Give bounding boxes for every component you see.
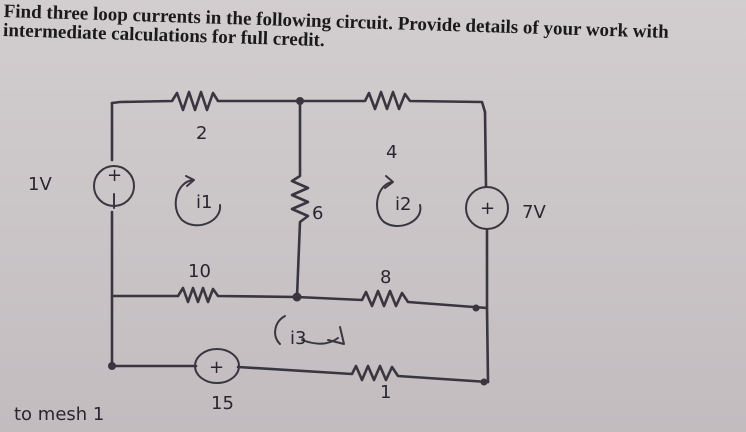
right-source-plus: + [480,198,495,219]
loop2-arrowhead [384,175,394,189]
right-wire [483,110,490,384]
bottom-wire [110,364,490,384]
bottom-left-node [108,362,116,370]
middle-vertical-branch [290,99,310,299]
right-voltage-source [465,186,509,230]
bottom-source-plus: + [209,357,224,378]
loop1-arrow [174,179,222,227]
resistor-middle-right-label: 8 [380,267,391,288]
loop3-arrowhead [327,326,345,345]
left-source-plus: + [107,165,122,186]
resistor-middle-vertical-label: 6 [312,203,323,224]
loop1-arrowhead [185,175,195,187]
middle-node [292,292,302,302]
bottom-source [194,348,240,384]
mesh-note: to mesh 1 [14,404,104,425]
bottom-source-value: 15 [211,393,234,414]
loop3-arrow [274,315,339,345]
resistor-top-right-label: 4 [386,142,397,163]
right-source-label: 7V [522,202,546,223]
left-source-label: 1V [28,174,52,195]
resistor-middle-left-label: 10 [188,261,211,282]
right-middle-node [472,304,480,312]
loop2-arrow [376,181,422,227]
resistor-bottom-right-label: 1 [380,382,391,403]
loop3-label: i3 [290,328,306,349]
bottom-right-node [480,378,488,386]
resistor-top-left-label: 2 [196,123,207,144]
loop1-label: i1 [196,192,212,213]
loop2-label: i2 [395,194,411,215]
